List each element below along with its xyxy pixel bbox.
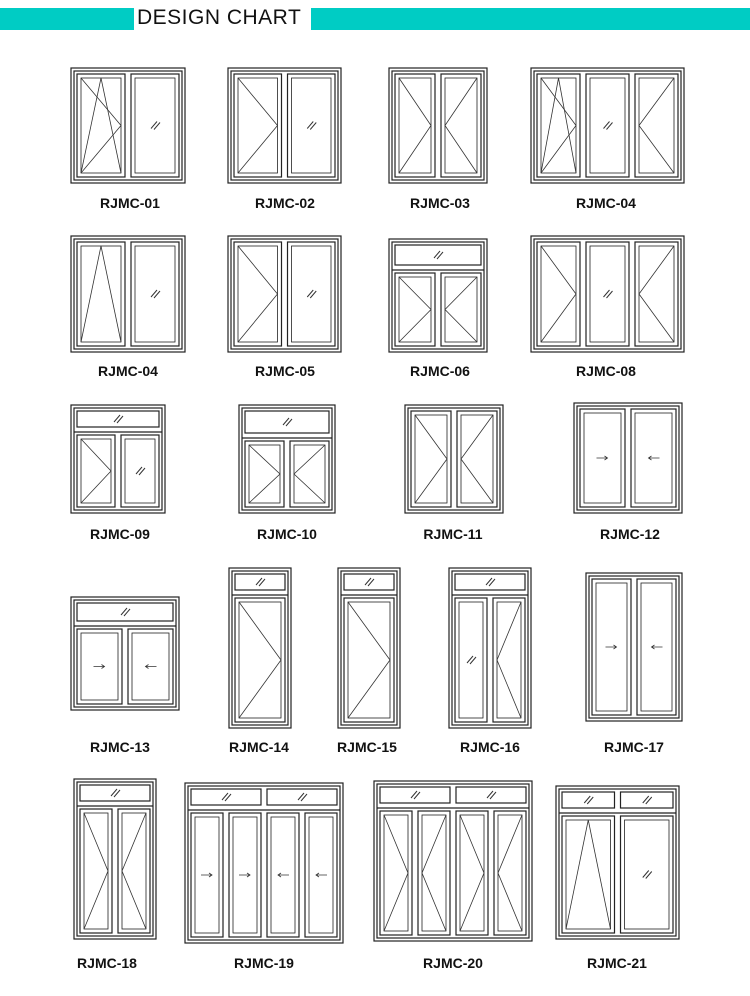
header-bar-left [0, 8, 134, 30]
model-label: RJMC-03 [410, 195, 470, 211]
window-drawing-17 [585, 572, 683, 722]
window-drawing-19 [184, 782, 344, 944]
model-label: RJMC-04 [98, 363, 158, 379]
window-drawing-9 [70, 404, 166, 514]
window-drawing-2 [227, 67, 342, 184]
window-drawing-8 [530, 235, 685, 353]
window-drawing-11 [404, 404, 504, 514]
window-drawing-15 [337, 567, 401, 729]
window-drawing-6 [227, 235, 342, 353]
model-label: RJMC-19 [234, 955, 294, 971]
model-label: RJMC-21 [587, 955, 647, 971]
model-label: RJMC-10 [257, 526, 317, 542]
window-drawing-21 [555, 785, 680, 940]
model-label: RJMC-17 [604, 739, 664, 755]
window-drawing-7 [388, 238, 488, 353]
window-drawing-1 [70, 67, 186, 184]
model-label: RJMC-11 [423, 526, 483, 542]
window-drawing-12 [573, 402, 683, 514]
window-drawing-20 [373, 780, 533, 942]
window-drawing-13 [70, 596, 180, 711]
model-label: RJMC-02 [255, 195, 315, 211]
window-drawing-10 [238, 404, 336, 514]
model-label: RJMC-06 [410, 363, 470, 379]
model-label: RJMC-05 [255, 363, 315, 379]
model-label: RJMC-08 [576, 363, 636, 379]
page-title: DESIGN CHART [137, 6, 302, 29]
model-label: RJMC-20 [423, 955, 483, 971]
model-label: RJMC-16 [460, 739, 520, 755]
model-label: RJMC-13 [90, 739, 150, 755]
window-drawing-3 [388, 67, 488, 184]
model-label: RJMC-04 [576, 195, 636, 211]
model-label: RJMC-01 [100, 195, 160, 211]
window-drawing-16 [448, 567, 532, 729]
window-drawing-14 [228, 567, 292, 729]
model-label: RJMC-14 [229, 739, 289, 755]
header-bar-right [311, 8, 750, 30]
model-label: RJMC-09 [90, 526, 150, 542]
model-label: RJMC-18 [77, 955, 137, 971]
window-drawing-4 [530, 67, 685, 184]
window-drawing-18 [73, 778, 157, 940]
window-drawing-5 [70, 235, 186, 353]
model-label: RJMC-12 [600, 526, 660, 542]
model-label: RJMC-15 [337, 739, 397, 755]
